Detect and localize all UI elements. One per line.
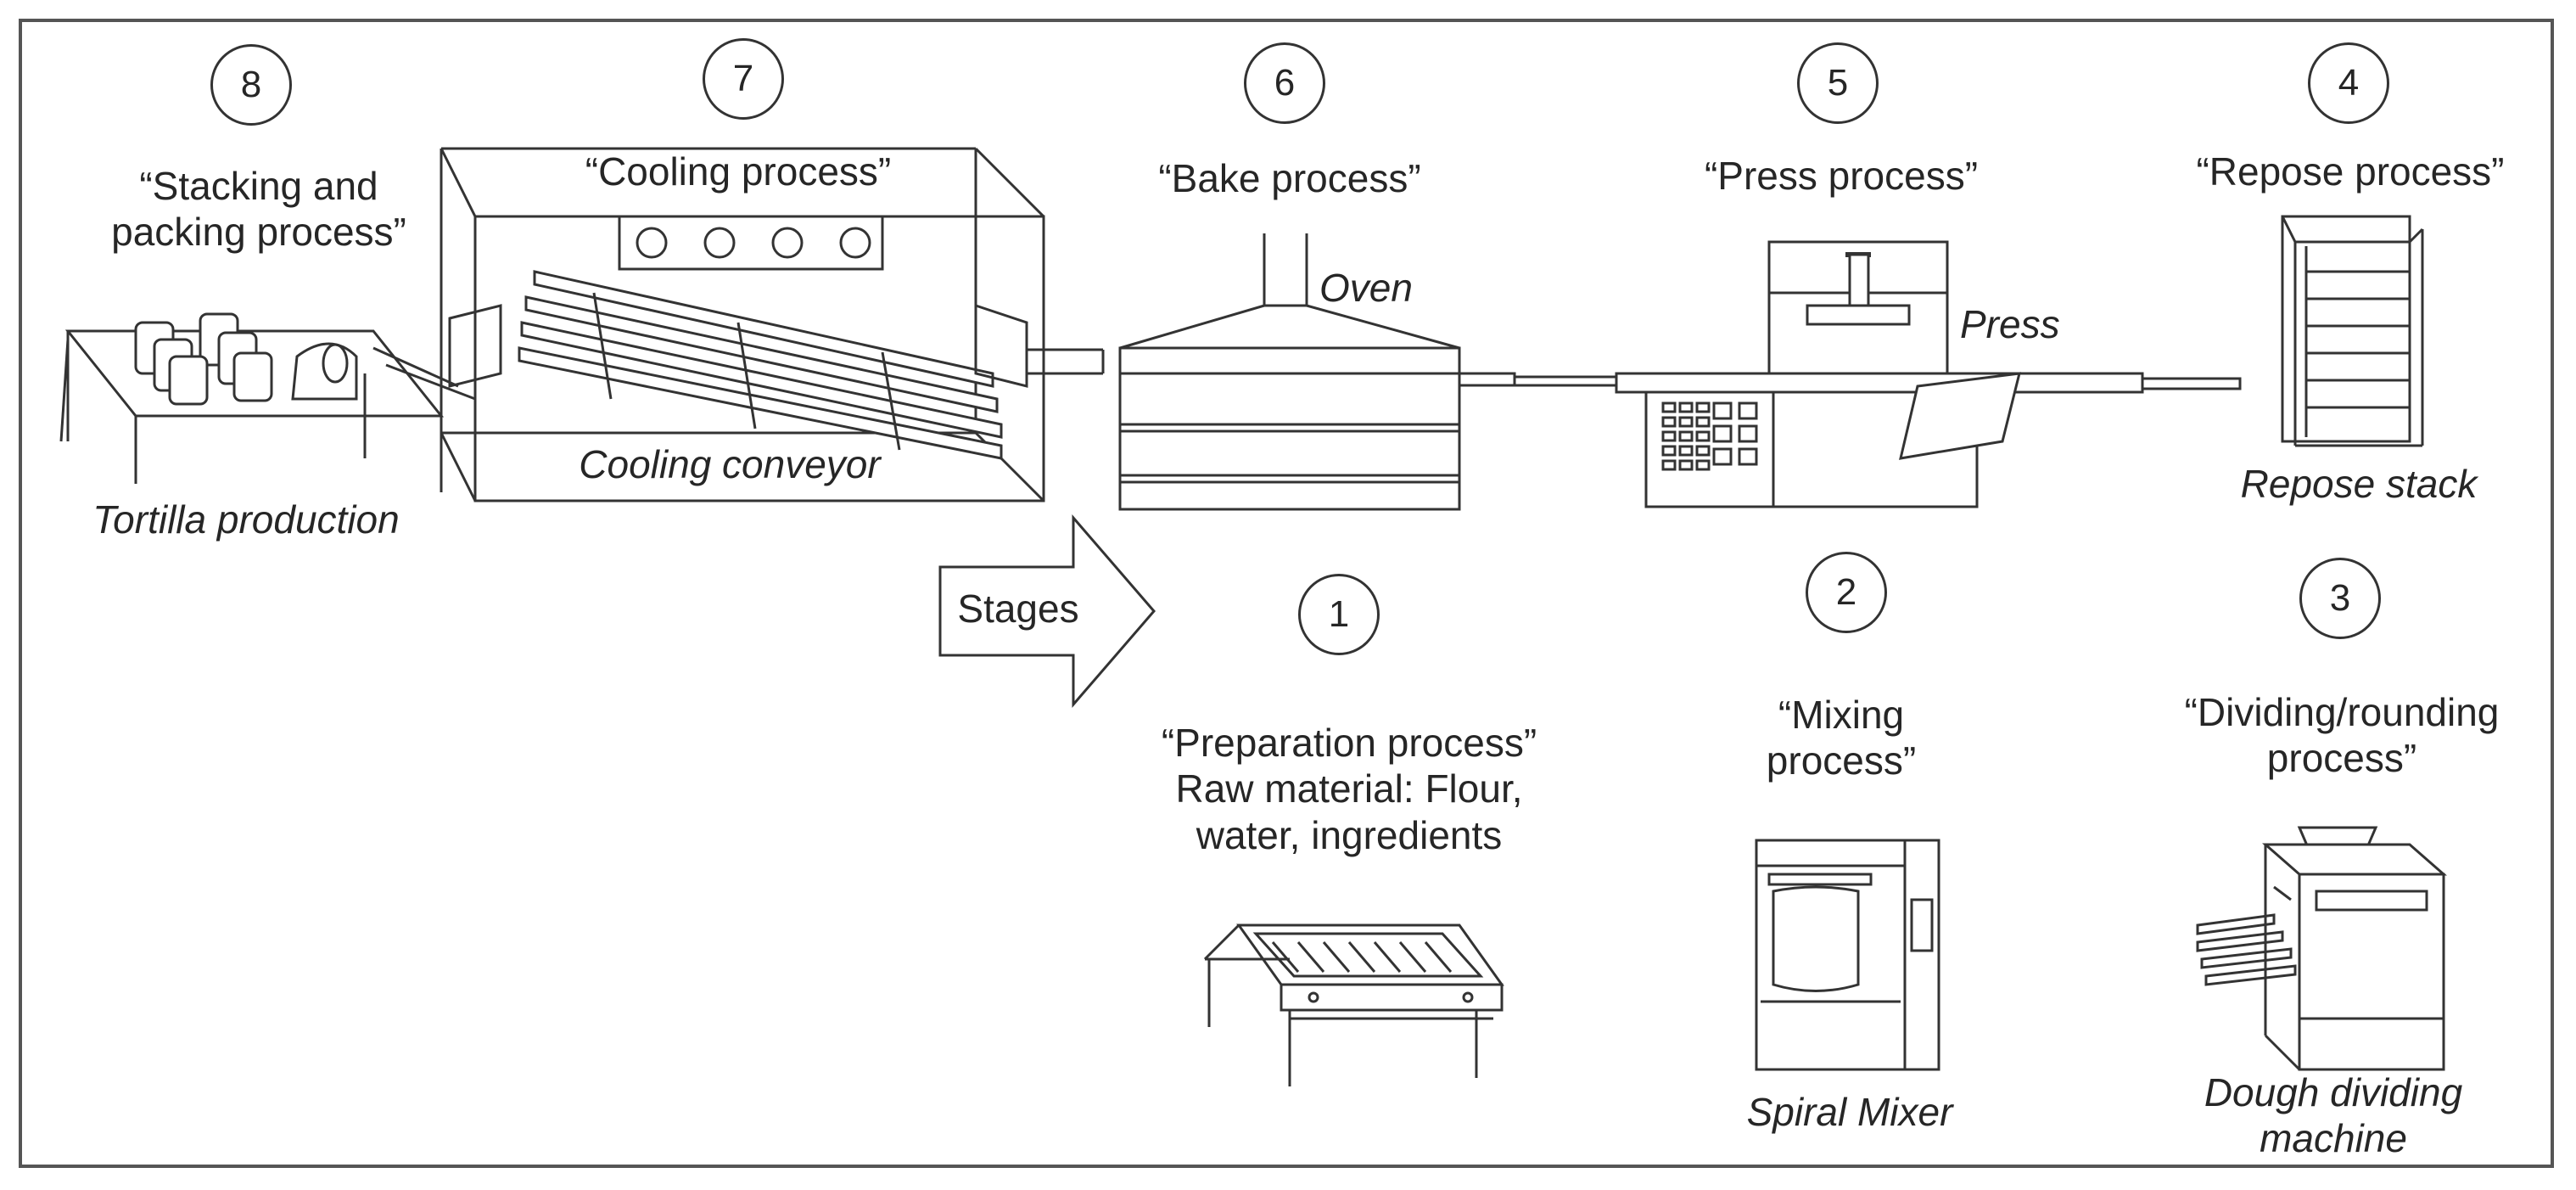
stage-6-title: “Bake process” [1158, 156, 1421, 200]
stages-arrow-label: Stages [957, 587, 1079, 631]
stage-7-equipment: Cooling conveyor [579, 442, 881, 486]
stage-4-number: 4 [2308, 42, 2389, 124]
preparation-table-illustration [1203, 923, 1504, 1086]
stage-1-detail-line-1: Raw material: Flour, [1175, 766, 1523, 811]
stage-3-equipment-line-1: Dough dividing [2204, 1070, 2463, 1114]
stage-2-title-line-2: process” [1766, 738, 1917, 783]
stage-4-title: “Repose process” [2196, 149, 2505, 194]
stage-3-equipment-line-2: machine [2260, 1116, 2407, 1161]
stage-5-number: 5 [1797, 42, 1879, 124]
stage-3-title-line-2: process” [2266, 736, 2417, 781]
oven-illustration [1118, 233, 1618, 511]
cooling-conveyor-illustration [440, 147, 1105, 502]
press-illustration [1615, 240, 2242, 508]
stage-3-number: 3 [2299, 558, 2381, 639]
diagram-frame [19, 19, 2554, 1168]
stage-3-title: “Dividing/rounding process” [2147, 689, 2537, 782]
packing-table-illustration [59, 312, 476, 492]
stage-1-number: 1 [1298, 574, 1380, 655]
stage-8-title-line-2: packing process” [111, 210, 406, 255]
dough-divider-illustration [2196, 826, 2447, 1071]
stage-1-title: “Preparation process” Raw material: Flou… [1112, 720, 1587, 858]
stage-1-title-line: “Preparation process” [1161, 721, 1537, 765]
spiral-mixer-illustration [1755, 839, 1940, 1071]
stage-2-number: 2 [1806, 552, 1887, 633]
stage-2-title: “Mixing process” [1697, 692, 1985, 784]
stage-2-equipment: Spiral Mixer [1746, 1090, 1953, 1134]
stages-arrow [938, 514, 1156, 709]
stage-4-equipment: Repose stack [2240, 462, 2478, 506]
stage-8-equipment: Tortilla production [92, 497, 400, 542]
repose-stack-illustration [2281, 215, 2424, 447]
stage-6-equipment: Oven [1319, 266, 1413, 310]
stage-7-number: 7 [703, 38, 784, 120]
stage-1-detail-line-2: water, ingredients [1196, 812, 1503, 857]
stage-8-title-line-1: “Stacking and [139, 164, 378, 208]
stage-5-title: “Press process” [1704, 154, 1979, 198]
stage-3-equipment: Dough dividing machine [2172, 1069, 2495, 1162]
stage-2-title-line-1: “Mixing [1778, 693, 1905, 737]
stage-8-number: 8 [210, 44, 292, 126]
stage-5-equipment: Press [1960, 302, 2060, 346]
stage-8-title: “Stacking and packing process” [93, 163, 424, 255]
stage-7-title: “Cooling process” [585, 149, 892, 194]
stage-6-number: 6 [1244, 42, 1325, 124]
stage-3-title-line-1: “Dividing/rounding [2184, 690, 2500, 734]
